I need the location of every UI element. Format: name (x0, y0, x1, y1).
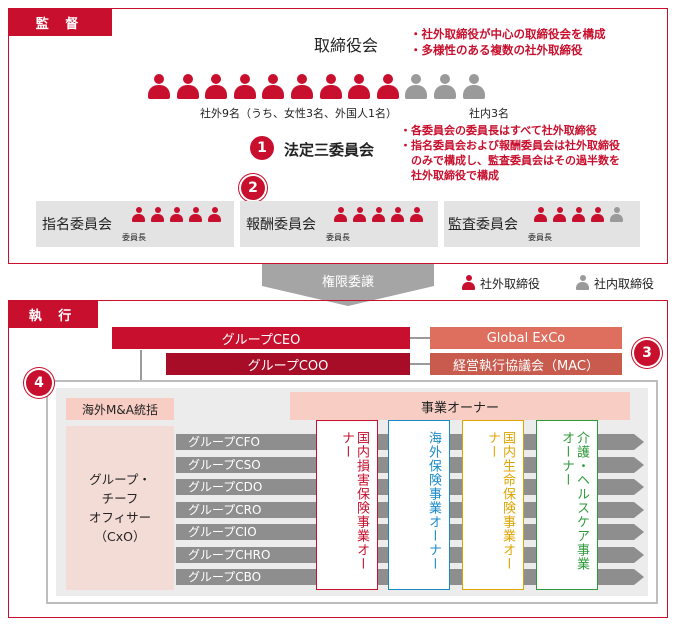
connector-line (410, 337, 430, 339)
external-directors-caption: 社外9名（うち、女性3名、外国人1名） (200, 107, 397, 120)
external-director-icon (148, 74, 170, 100)
badge-3: 3 (634, 340, 660, 366)
overseas-ma-box: 海外M&A統括 (66, 398, 174, 420)
business-owner-box-2: 海外保険事業オーナー (388, 420, 450, 590)
committee-name: 報酬委員会 (246, 217, 316, 233)
external-director-icon (372, 207, 385, 222)
legend-internal-label: 社内取締役 (594, 277, 655, 291)
business-owner-label: 海外保険事業オーナー (426, 431, 441, 571)
business-owner-label: 介護・ヘルスケア事業オーナー (559, 431, 589, 571)
external-director-icon (262, 74, 285, 100)
external-director-icon (348, 74, 371, 100)
external-director-icon (334, 207, 347, 222)
external-director-icon (233, 74, 256, 100)
external-director-icon (572, 207, 585, 222)
business-owner-box: 事業オーナー (290, 392, 630, 420)
audit-committee: 監査委員会 委員長 (444, 201, 640, 247)
internal-director-icon (576, 275, 589, 290)
supervision-label: 監 督 (8, 8, 112, 36)
internal-director-icon (462, 74, 485, 100)
legend-external: 社外取締役 (462, 274, 562, 292)
internal-director-icon (434, 74, 456, 100)
statutory-note-4: 社外取締役で構成 (400, 169, 499, 182)
business-owner-box-4: 介護・ヘルスケア事業オーナー (536, 420, 598, 590)
supervision-section (8, 8, 668, 264)
business-owner-box-3: 国内生命保険事業オーナー (462, 420, 524, 590)
execution-label: 執 行 (8, 300, 98, 328)
external-director-icon (534, 207, 547, 222)
external-director-icon (170, 207, 183, 222)
delegation-label: 権限委譲 (321, 275, 374, 290)
external-director-icon (189, 207, 202, 222)
external-director-icon (319, 74, 342, 100)
connector-line (410, 363, 430, 365)
committee-name: 指名委員会 (42, 217, 112, 233)
legend-external-label: 社外取締役 (480, 277, 541, 291)
external-director-icon (205, 74, 228, 100)
cxo-box: グループ・ チーフ オフィサー （CxO） (66, 426, 174, 590)
external-director-icon (410, 207, 423, 222)
board-title: 取締役会 (314, 36, 379, 55)
external-director-icon (208, 207, 221, 222)
internal-director-icon (405, 74, 428, 100)
cxo-line: オフィサー (88, 510, 152, 525)
compensation-committee: 報酬委員会 委員長 (240, 201, 438, 247)
execution-section (8, 300, 668, 618)
statutory-note-2: ・指名委員会および報酬委員会は社外取締役 (400, 139, 620, 152)
committee-chair-label: 委員長 (122, 233, 146, 242)
committee-chair-label: 委員長 (326, 233, 350, 242)
badge-2: 2 (241, 176, 265, 200)
external-director-icon (553, 207, 566, 222)
board-note-2: ・多様性のある複数の社外取締役 (410, 43, 583, 57)
statutory-note-1: ・各委員会の委員長はすべて社外取締役 (400, 124, 597, 137)
cxo-line: グループ・ (89, 472, 151, 487)
statutory-note-3: のみで構成し、監査委員会はその過半数を (400, 154, 620, 167)
committee-name: 監査委員会 (448, 217, 518, 233)
cxo-line: チーフ (101, 491, 139, 506)
nomination-committee: 指名委員会 委員長 (36, 201, 234, 247)
external-director-icon (291, 74, 313, 100)
external-director-icon (353, 207, 366, 222)
external-director-icon (151, 207, 164, 222)
external-director-icon (462, 275, 475, 290)
legend-internal: 社内取締役 (576, 274, 675, 292)
badge-1: 1 (250, 136, 274, 160)
external-director-icon (391, 207, 404, 222)
group-coo-box: グループCOO (166, 353, 410, 375)
cxo-line: （CxO） (94, 529, 146, 544)
committee-chair-label: 委員長 (528, 233, 552, 242)
badge-4: 4 (26, 370, 52, 396)
business-owner-label: 国内生命保険事業オーナー (485, 431, 515, 571)
delegation-arrow (262, 264, 434, 306)
external-director-icon (376, 74, 399, 100)
external-director-icon (176, 74, 199, 100)
internal-director-icon (610, 207, 623, 222)
board-note-1: ・社外取締役が中心の取締役会を構成 (410, 27, 606, 41)
statutory-committees-title: 法定三委員会 (284, 141, 375, 159)
external-director-icon (132, 207, 145, 222)
internal-directors-caption: 社内3名 (469, 107, 509, 120)
external-director-icon (591, 207, 604, 222)
business-owner-label: 国内損害保険事業オーナー (339, 431, 369, 571)
mac-box: 経営執行協議会（MAC） (430, 353, 622, 375)
global-exco-box: Global ExCo (430, 327, 622, 349)
business-owner-box-1: 国内損害保険事業オーナー (316, 420, 378, 590)
connector-line (140, 350, 142, 380)
group-ceo-box: グループCEO (112, 327, 410, 349)
